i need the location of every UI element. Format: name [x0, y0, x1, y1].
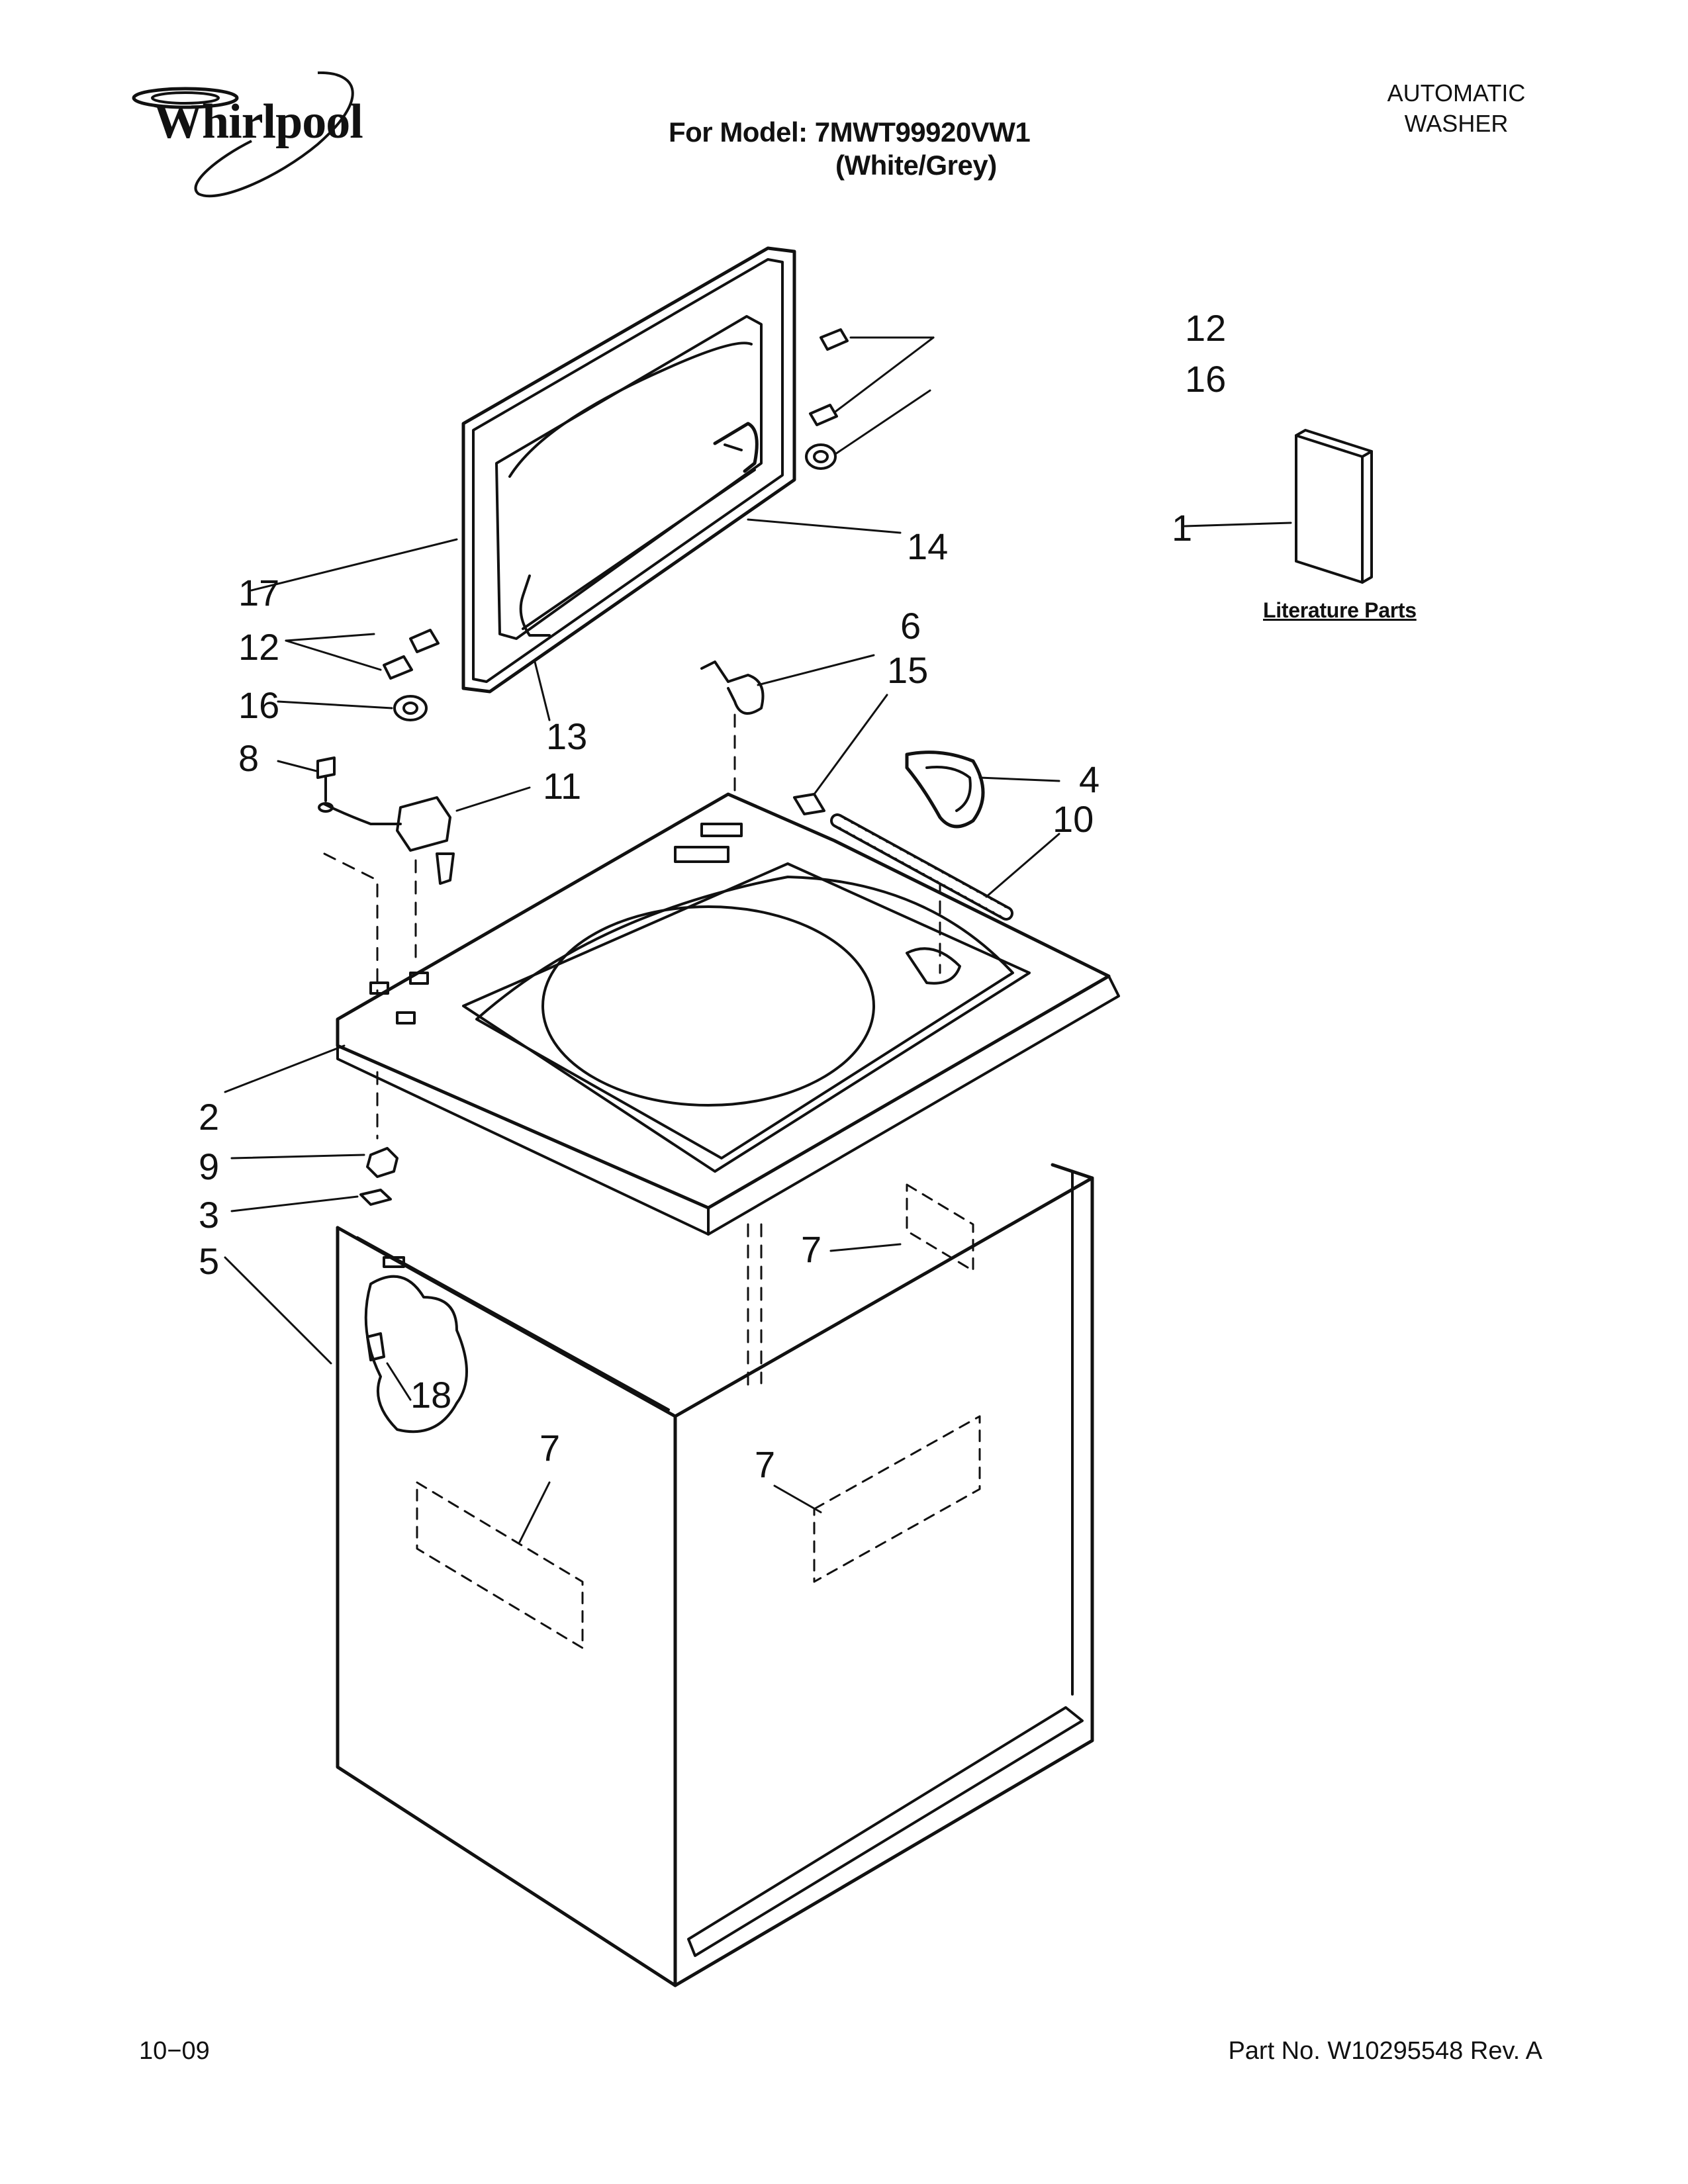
doc-type-line2: WASHER	[1404, 110, 1509, 137]
cabinet	[336, 1163, 1094, 1987]
callout-17: 17	[238, 572, 280, 614]
callout-2: 2	[199, 1096, 220, 1138]
callout-7-left: 7	[539, 1427, 561, 1469]
callout-6: 6	[900, 605, 921, 647]
model-color: (White/Grey)	[835, 150, 997, 181]
callout-5: 5	[199, 1240, 220, 1282]
label-placements	[416, 1183, 981, 1649]
top-cover	[336, 792, 1120, 1236]
cabinet-cutaway	[364, 1275, 468, 1433]
hinge-bushing-lower	[393, 695, 428, 721]
whirlpool-logo: Whirlpool	[119, 71, 397, 204]
callout-16-lower: 16	[238, 684, 280, 726]
spring-clip	[359, 1189, 392, 1206]
callout-3: 3	[199, 1194, 220, 1236]
document-type: AUTOMATIC WASHER	[1337, 78, 1575, 139]
callout-18: 18	[410, 1374, 452, 1416]
callout-1: 1	[1172, 507, 1193, 549]
lid-assembly	[461, 246, 796, 694]
hinge-bushing-upper	[805, 443, 837, 470]
callout-7-right: 7	[755, 1443, 776, 1485]
part-number: Part No. W10295548 Rev. A	[1228, 2037, 1542, 2065]
hex-nut	[366, 1147, 399, 1178]
hinge-clip	[700, 660, 765, 715]
leader-lines-lower	[224, 522, 1292, 1543]
callout-8: 8	[238, 737, 259, 779]
lid-seal-strip	[830, 813, 1013, 921]
callout-7-rear: 7	[801, 1228, 822, 1270]
callout-13: 13	[546, 715, 588, 757]
switch-screw	[316, 756, 336, 813]
model-number: For Model: 7MWT99920VW1	[669, 116, 1031, 148]
wire-clamp	[793, 793, 825, 815]
callout-4: 4	[1079, 758, 1100, 800]
callout-15: 15	[887, 649, 929, 691]
callout-12-upper: 12	[1185, 307, 1227, 349]
callout-16-upper: 16	[1185, 358, 1227, 400]
literature-parts-label: Literature Parts	[1263, 598, 1417, 622]
whirlpool-swirl-icon	[132, 71, 354, 198]
assembly-dashes	[323, 713, 941, 1391]
hinge-pin-upper	[724, 328, 849, 451]
callout-11: 11	[543, 765, 582, 807]
bleach-dispenser	[905, 751, 985, 829]
brand-wordmark: Whirlpool	[154, 95, 363, 149]
callout-9: 9	[199, 1146, 220, 1187]
leader-lines-lid	[250, 336, 935, 721]
literature-booklet	[1295, 429, 1373, 584]
doc-type-line1: AUTOMATIC	[1387, 79, 1526, 107]
revision-date: 10−09	[139, 2037, 210, 2065]
callout-12-lower: 12	[238, 626, 280, 668]
lid-switch	[323, 796, 455, 885]
hinge-pin-lower	[383, 629, 440, 680]
callout-10: 10	[1053, 798, 1094, 840]
callout-14: 14	[907, 525, 949, 567]
